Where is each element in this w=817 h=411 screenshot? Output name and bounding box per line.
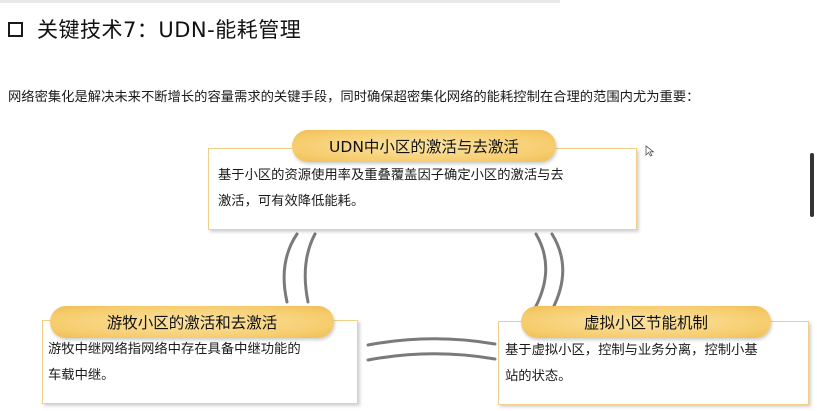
slide-title: 关键技术7：UDN-能耗管理 bbox=[6, 12, 301, 46]
scroll-handle[interactable] bbox=[810, 153, 814, 217]
cycle-arc-icon bbox=[533, 232, 548, 310]
cycle-arc-icon bbox=[366, 337, 497, 347]
intro-paragraph: 网络密集化是解决未来不断增长的容量需求的关键手段，同时确保超密集化网络的能耗控制… bbox=[8, 90, 700, 105]
card-virtual-cell-line-1: 基于虚拟小区，控制与业务分离，控制小基 bbox=[505, 343, 758, 358]
title-text: 关键技术7：UDN-能耗管理 bbox=[37, 18, 302, 42]
mouse-cursor-icon bbox=[645, 145, 655, 157]
card-nomadic-cell-line-1: 游牧中继网络指网络中存在具备中继功能的 bbox=[48, 342, 301, 357]
top-divider-bar bbox=[0, 0, 560, 3]
card-virtual-cell-heading: 虚拟小区节能机制 bbox=[521, 306, 771, 338]
card-nomadic-cell-heading: 游牧小区的激活和去激活 bbox=[50, 306, 334, 338]
card-virtual-cell-line-2: 站的状态。 bbox=[505, 369, 572, 384]
cycle-arc-icon bbox=[366, 352, 497, 362]
card-nomadic-cell-line-2: 车载中继。 bbox=[48, 368, 115, 383]
card-udn-activation-line-1: 基于小区的资源使用率及重叠覆盖因子确定小区的激活与去 bbox=[218, 168, 564, 183]
cycle-arc-icon bbox=[550, 232, 565, 310]
card-udn-activation-heading: UDN中小区的激活与去激活 bbox=[292, 130, 556, 162]
cycle-arc-icon bbox=[282, 232, 299, 304]
card-udn-activation-line-2: 激活，可有效降低能耗。 bbox=[218, 194, 365, 209]
cycle-arc-icon bbox=[303, 232, 317, 304]
title-bullet-square-icon bbox=[8, 21, 23, 37]
